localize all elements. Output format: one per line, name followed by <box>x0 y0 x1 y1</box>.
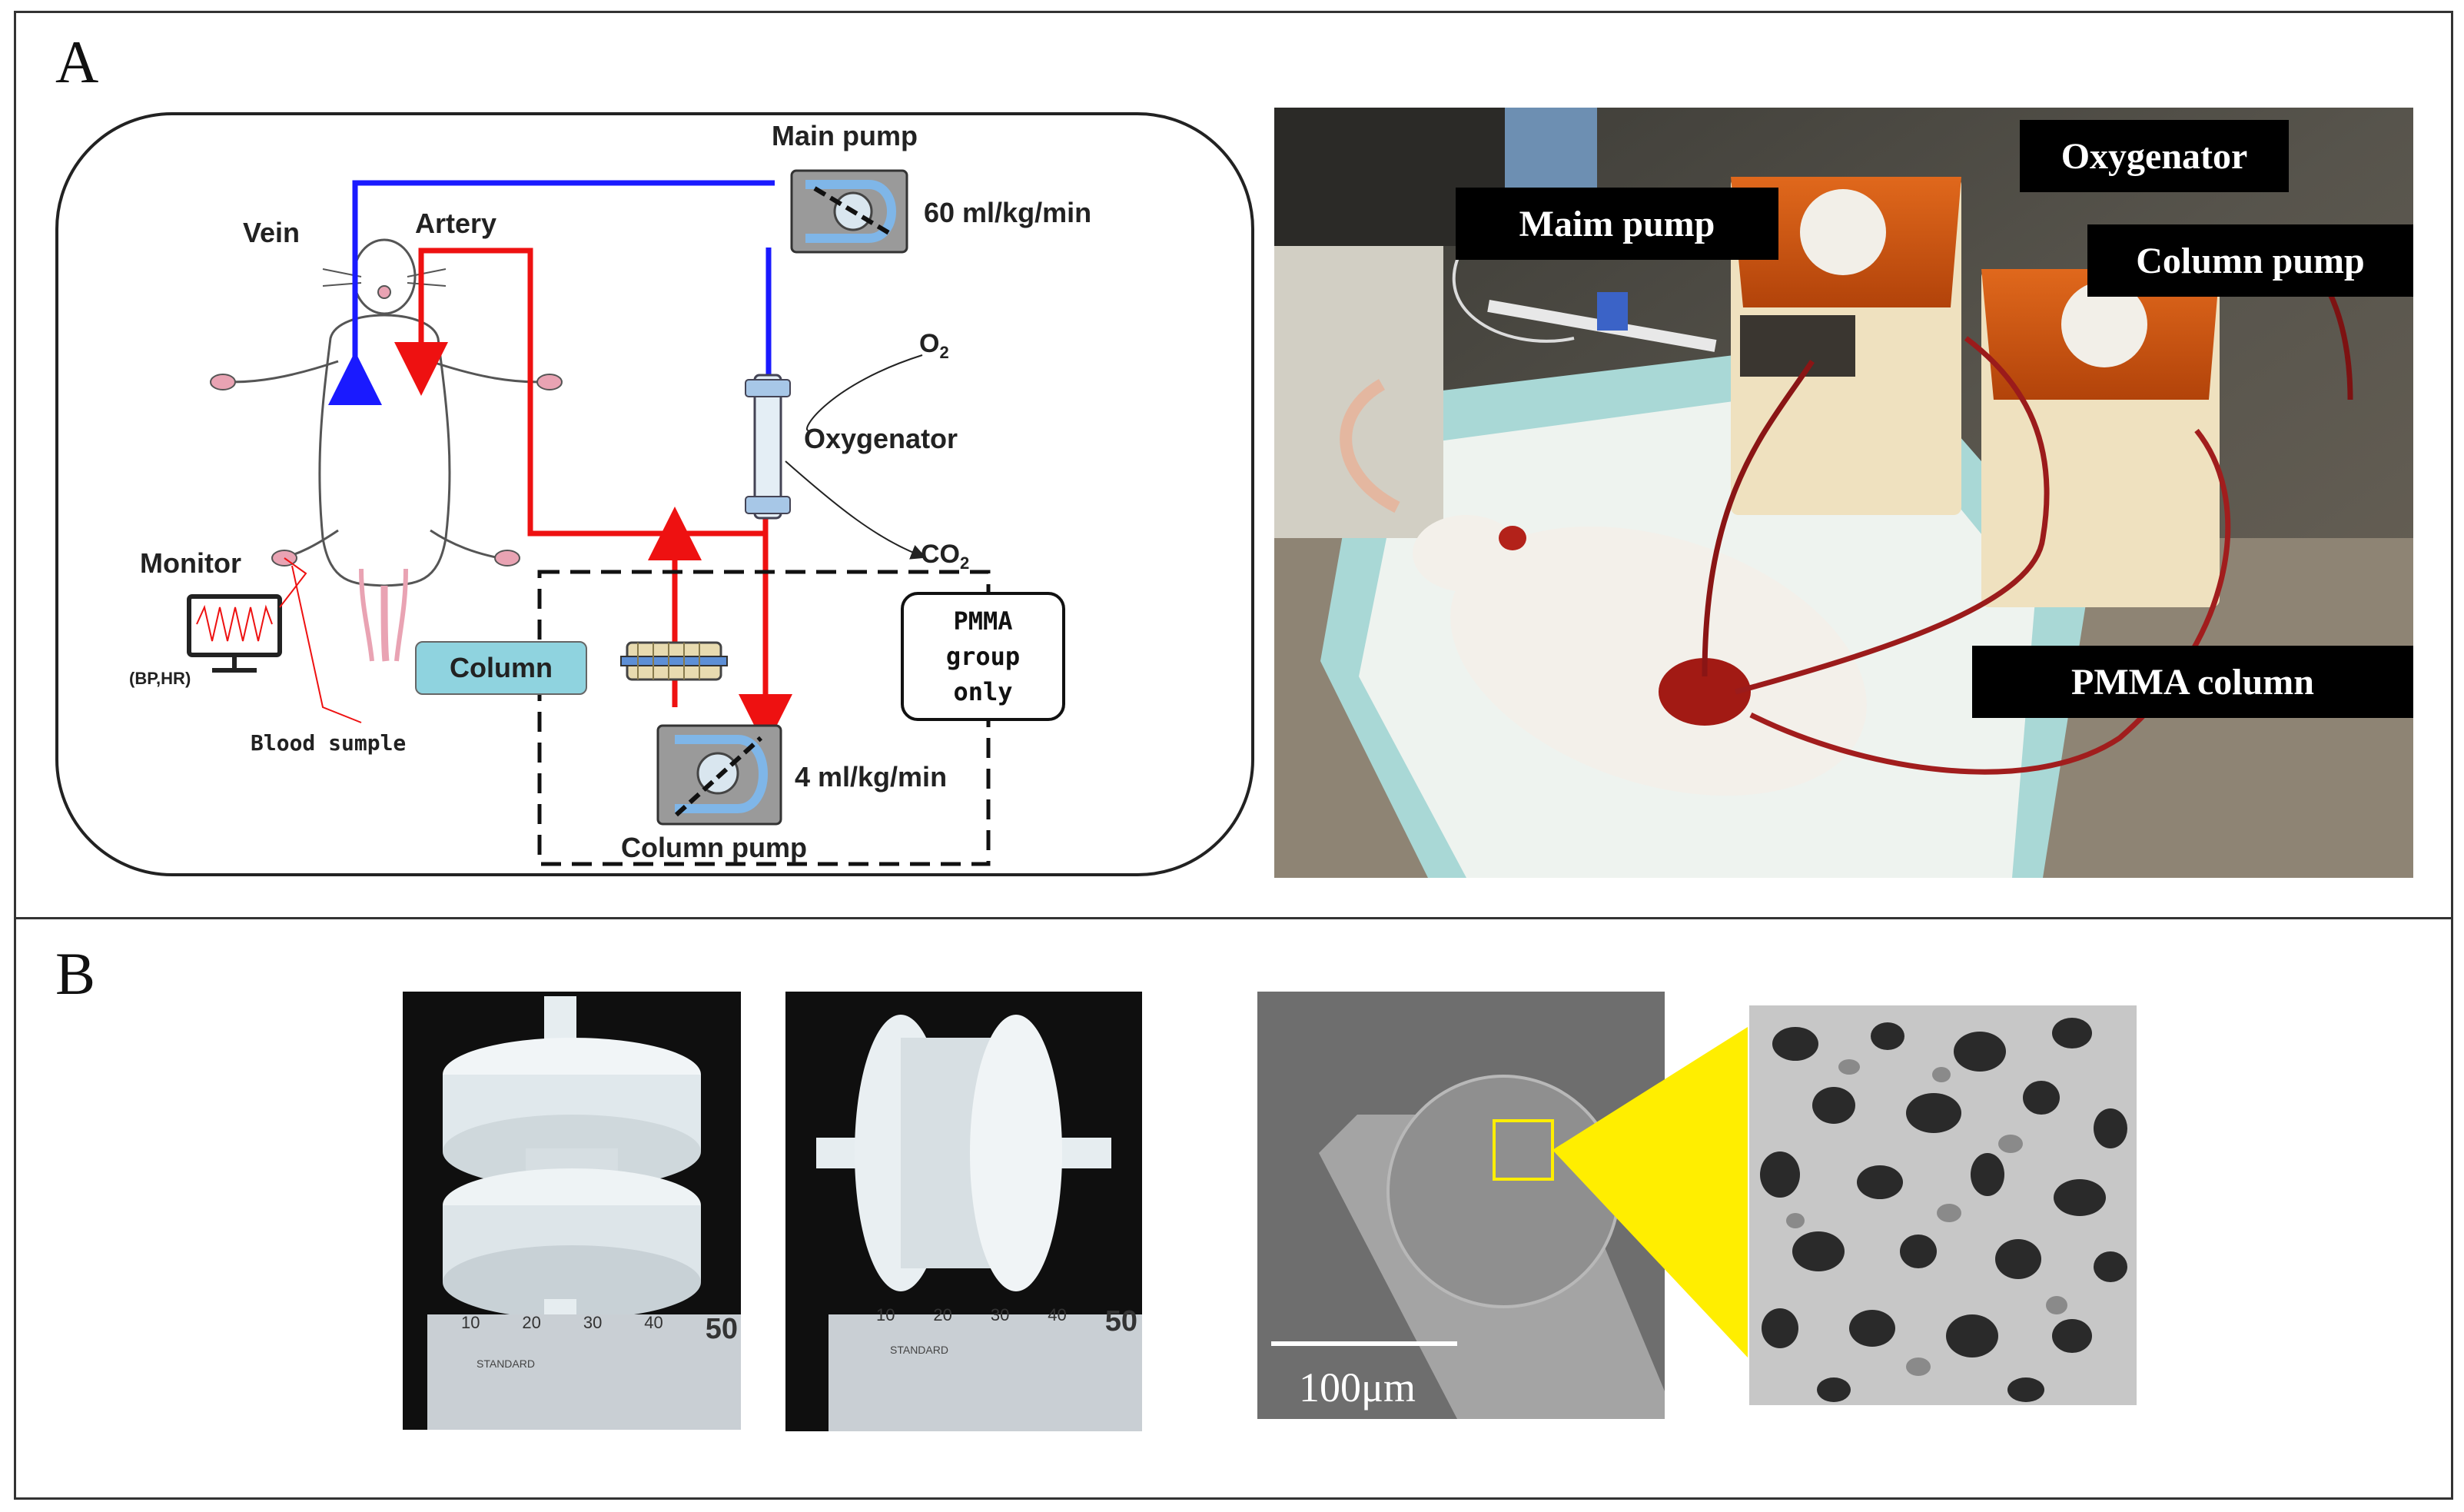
main-pump-device <box>1731 177 1961 515</box>
main-pump-label: Main pump <box>772 120 918 151</box>
ruler-1-tick: 30 <box>583 1313 603 1332</box>
blue-container <box>1505 108 1597 200</box>
vein-line <box>328 180 775 405</box>
photo-label-pmma-column: PMMA column <box>1972 646 2413 718</box>
co2-line <box>785 460 927 560</box>
pore-texture-image <box>1749 1005 2137 1405</box>
artery-label: Artery <box>415 208 497 239</box>
column-pump-rate: 4 ml/kg/min <box>795 761 948 793</box>
column-photo-horizontal <box>785 992 1142 1431</box>
o2-line <box>806 354 923 431</box>
column-photo-vertical <box>403 992 741 1430</box>
rat-body <box>1340 379 1867 796</box>
panel-b-letter: B <box>55 940 96 1007</box>
column-pump-label: Column pump <box>621 832 807 863</box>
oxygenator-icon <box>745 374 791 520</box>
column-pump-device <box>1981 269 2220 607</box>
monitor-icon <box>187 594 282 673</box>
ruler-1-ticks: 10 20 30 40 50 <box>461 1313 738 1346</box>
o2-label-base: O <box>919 329 940 358</box>
ruler-2-brand: STANDARD <box>890 1344 948 1356</box>
sem-fiber-image <box>1257 992 1665 1419</box>
main-pump-rate: 60 ml/kg/min <box>924 197 1092 228</box>
photo-label-oxygenator: Oxygenator <box>2020 120 2289 192</box>
blood-sample-label: Blood sumple <box>251 730 407 756</box>
ruler-1-brand: STANDARD <box>477 1357 535 1370</box>
photo-label-main-pump: Maim pump <box>1456 188 1778 260</box>
sem-scale-label: 100μm <box>1299 1364 1416 1411</box>
magnification-wedge <box>1552 1027 1748 1357</box>
column-label: Column <box>450 652 553 683</box>
blood-sample-line <box>291 565 362 723</box>
panel-a-frame <box>14 11 2453 919</box>
o2-label-sub: 2 <box>939 342 949 362</box>
ruler-2-tick: 40 <box>1048 1305 1067 1324</box>
ruler-2-tick: 10 <box>876 1305 895 1324</box>
vein-label: Vein <box>243 217 301 248</box>
photo-label-column-pump: Column pump <box>2087 224 2413 297</box>
ruler-2-tick: 30 <box>990 1305 1010 1324</box>
co2-label: CO2 <box>921 540 969 573</box>
rat-paws <box>210 374 563 567</box>
grey-device <box>1274 246 1443 538</box>
main-pump-icon <box>790 169 908 254</box>
pmma-line-3: only <box>953 677 1013 706</box>
syringe-and-stopcock <box>1487 292 1717 352</box>
column-pump-icon <box>656 724 782 826</box>
ruler-2-ticks: 10 20 30 40 50 <box>876 1305 1137 1338</box>
ruler-1-tick: 20 <box>522 1313 541 1332</box>
ruler-2-tick: 20 <box>933 1305 952 1324</box>
o2-label: O2 <box>919 329 949 363</box>
pmma-group-box: PMMA group only <box>901 592 1065 721</box>
bp-hr-label: (BP,HR) <box>129 669 191 688</box>
monitor-cable <box>279 557 307 608</box>
diagram-boundary <box>55 112 1254 876</box>
co2-label-base: CO <box>921 540 960 569</box>
monitor-label: Monitor <box>140 547 241 579</box>
circuit-diagram <box>55 112 1254 876</box>
pmma-line-2: group <box>945 642 1021 671</box>
co2-label-sub: 2 <box>960 553 970 573</box>
ruler-1-tick: 40 <box>644 1313 663 1332</box>
panel-b-frame <box>14 915 2453 1500</box>
rat-nose <box>377 285 391 299</box>
column-cartridge-icon <box>620 641 728 681</box>
surgery-photo <box>1274 108 2413 878</box>
column-label-box: Column <box>415 641 587 695</box>
panel-a-letter: A <box>55 28 99 95</box>
pmma-line-1: PMMA <box>953 606 1013 636</box>
ruler-1-tick: 10 <box>461 1313 480 1332</box>
ruler-2-tick: 50 <box>1104 1305 1137 1338</box>
artery-line-top <box>418 248 769 537</box>
oxygenator-label: Oxygenator <box>804 423 958 454</box>
ruler-1-tick: 50 <box>705 1313 738 1345</box>
